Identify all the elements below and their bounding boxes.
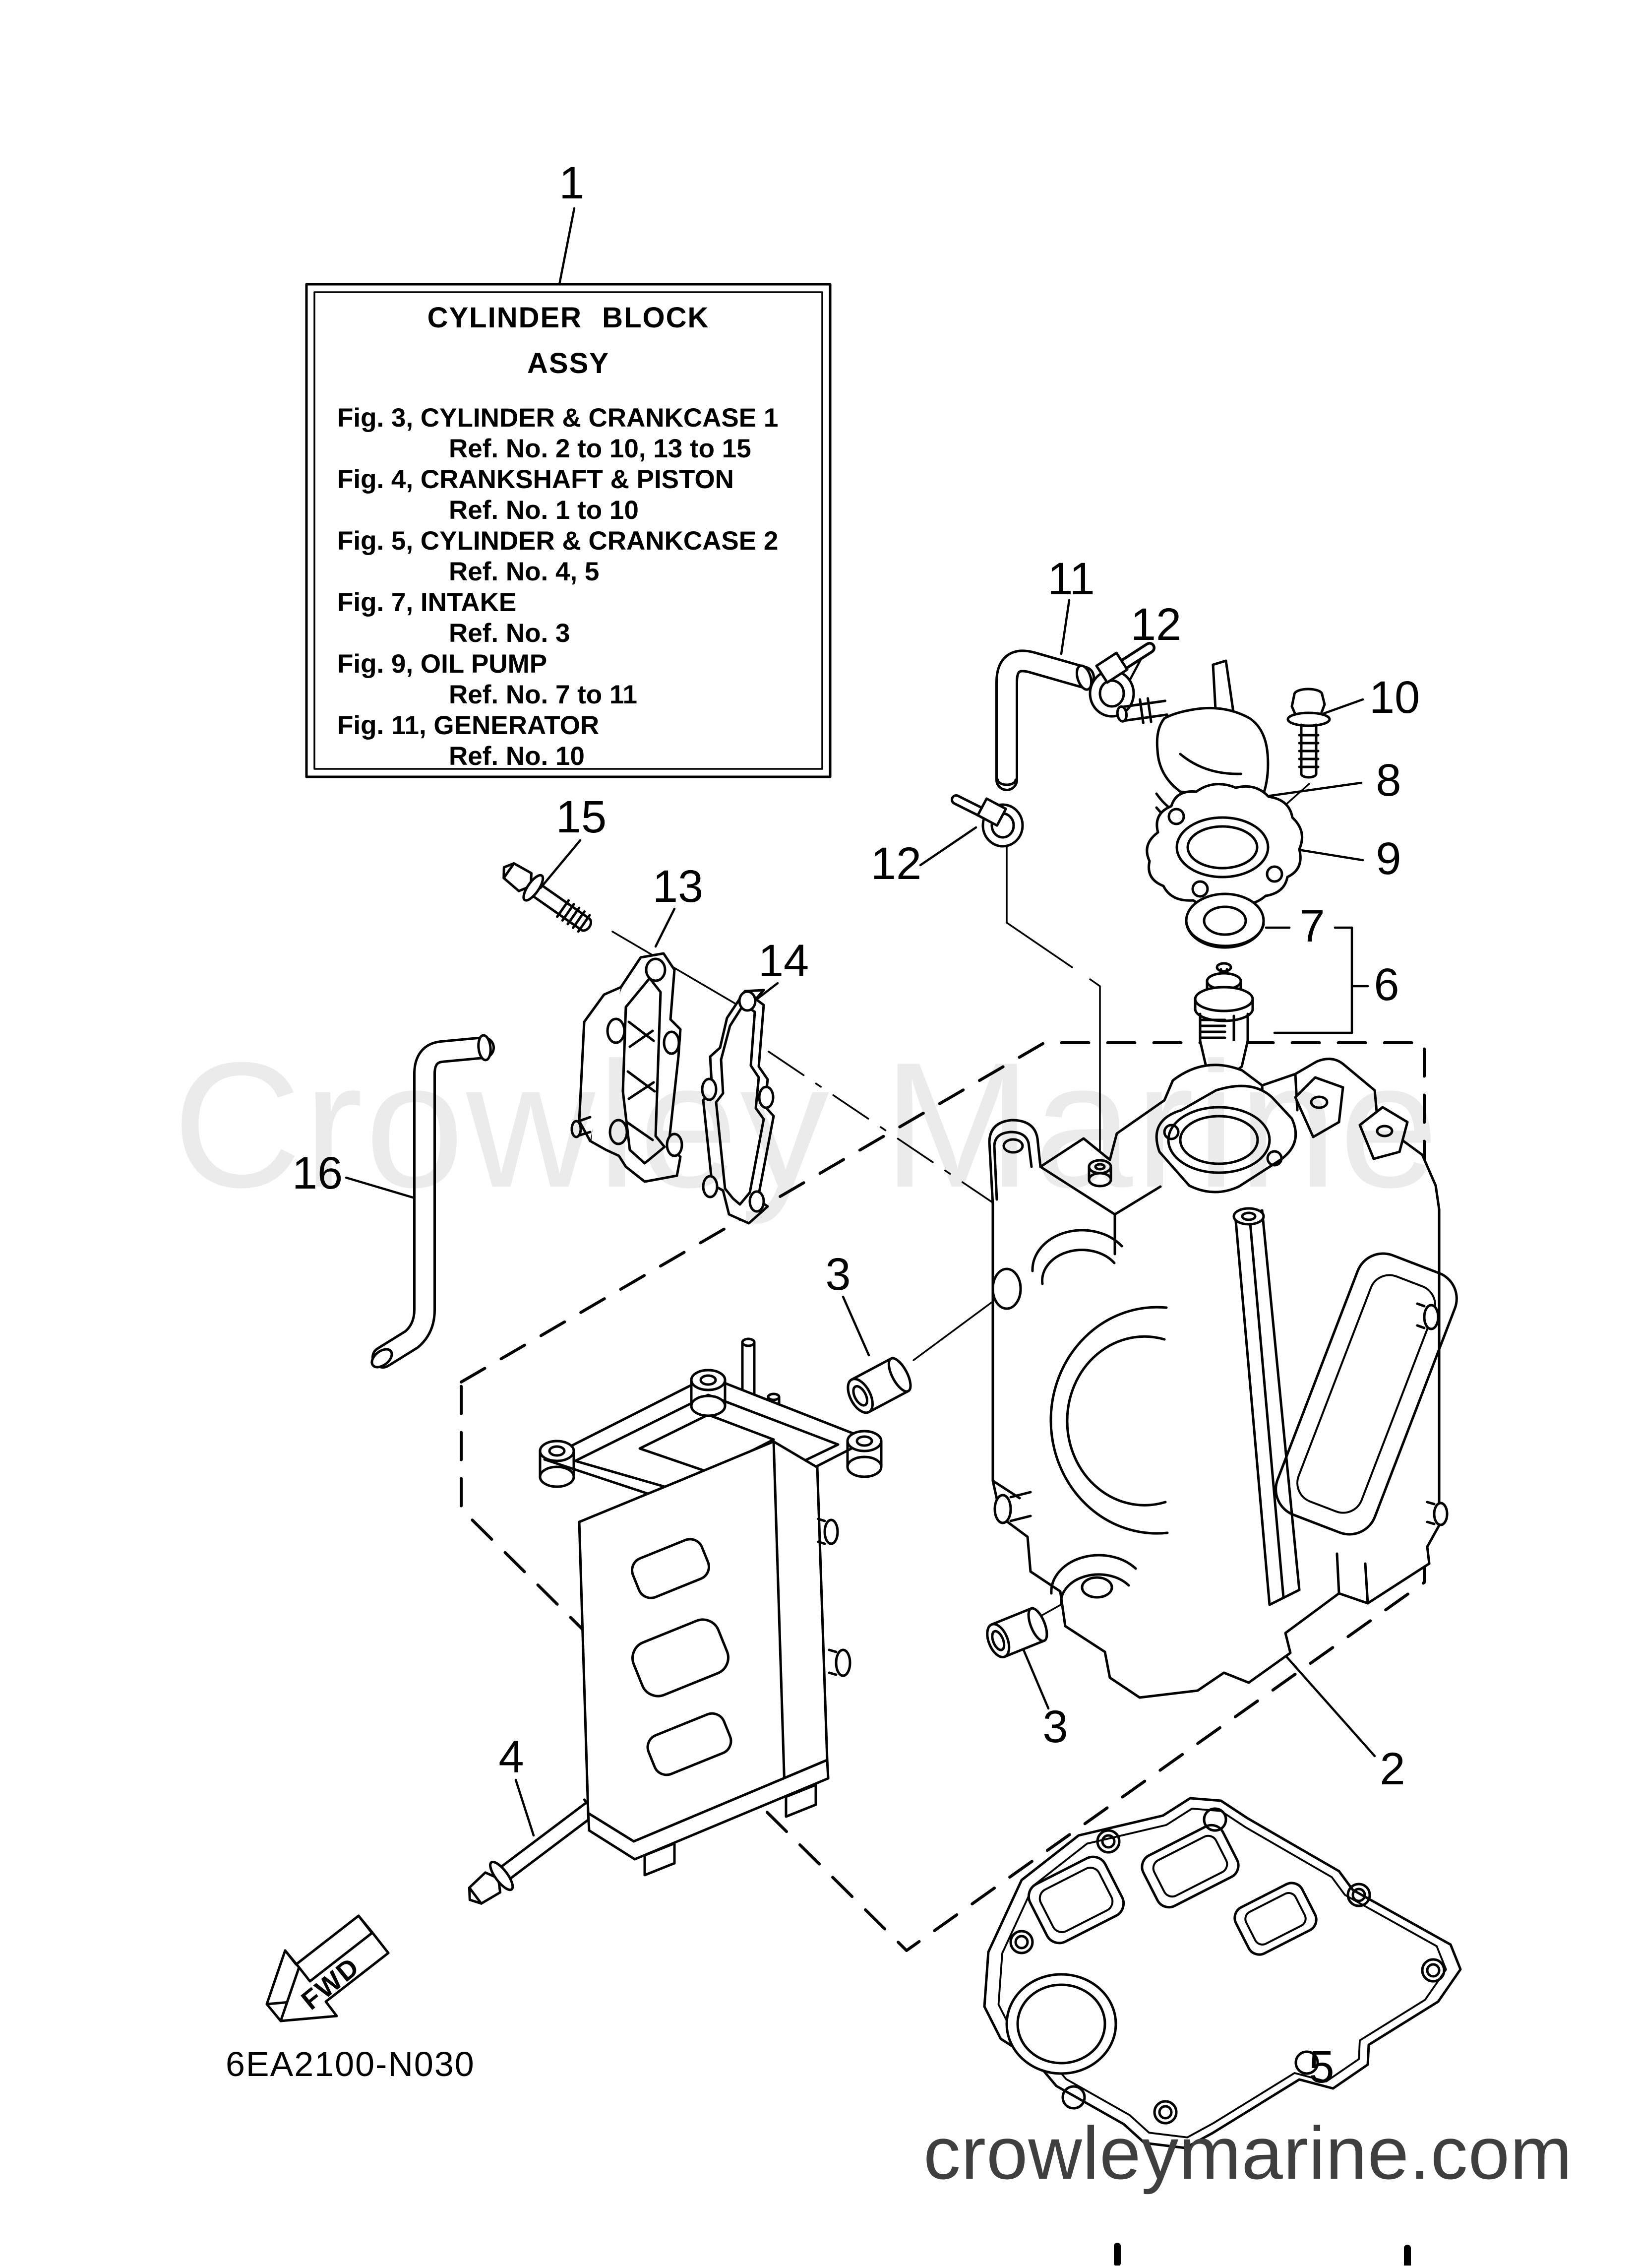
cover-gasket bbox=[1146, 783, 1304, 908]
info-box-ref-line: Ref. No. 1 to 10 bbox=[449, 496, 639, 525]
drawing-code: 6EA2100-N030 bbox=[226, 2045, 475, 2083]
callout-4: 4 bbox=[498, 1732, 524, 1782]
base-gasket bbox=[983, 1797, 1462, 2149]
thermostat-washer bbox=[1185, 892, 1265, 949]
dowel-bushing-upper bbox=[847, 1357, 912, 1414]
callout-12-bottom: 12 bbox=[871, 838, 921, 889]
watermark: Crowley Marine bbox=[173, 1025, 1441, 1226]
callout-6: 6 bbox=[1374, 959, 1399, 1010]
info-box-title: CYLINDER BLOCK bbox=[427, 302, 710, 334]
callout-15: 15 bbox=[556, 792, 607, 842]
info-box-ref-line: Ref. No. 4, 5 bbox=[449, 557, 599, 586]
info-box-ref-line: Ref. No. 7 to 11 bbox=[449, 680, 637, 709]
anode-cover-plate bbox=[570, 952, 683, 1183]
breather-hose bbox=[995, 649, 1095, 791]
dowel-bushing-lower bbox=[986, 1607, 1048, 1658]
info-box-fig-line: Fig. 4, CRANKSHAFT & PISTON bbox=[337, 465, 734, 494]
plate-gasket bbox=[701, 989, 775, 1225]
info-box-fig-line: Fig. 7, INTAKE bbox=[337, 588, 516, 617]
callout-14: 14 bbox=[758, 936, 809, 986]
info-box-subtitle: ASSY bbox=[527, 347, 609, 379]
callout-2: 2 bbox=[1380, 1744, 1405, 1794]
hose-clamp-bottom bbox=[951, 794, 1024, 848]
info-box-fig-line: Fig. 3, CYLINDER & CRANKCASE 1 bbox=[337, 403, 778, 433]
callout-13: 13 bbox=[653, 861, 703, 912]
callout-9: 9 bbox=[1376, 833, 1401, 884]
bolt-15 bbox=[502, 862, 593, 933]
callout-10: 10 bbox=[1369, 672, 1420, 723]
info-box-ref-line: Ref. No. 10 bbox=[449, 742, 585, 771]
callout-1: 1 bbox=[559, 158, 584, 208]
callout-3-lower: 3 bbox=[1042, 1701, 1068, 1752]
hose-clamp-top bbox=[1089, 642, 1155, 718]
bolt-10 bbox=[1286, 688, 1331, 779]
info-box-fig-line: Fig. 5, CYLINDER & CRANKCASE 2 bbox=[337, 526, 778, 556]
fwd-arrow-icon bbox=[265, 1914, 390, 2022]
info-box-fig-line: Fig. 11, GENERATOR bbox=[337, 711, 599, 740]
callout-11: 11 bbox=[1047, 554, 1095, 604]
callout-labels: 1 11 12 10 8 9 7 6 15 13 14 12 16 3 3 4 … bbox=[292, 158, 1420, 2092]
callout-16: 16 bbox=[292, 1148, 343, 1198]
gasket-bolt-holes bbox=[1009, 1807, 1446, 2125]
cylinder-block bbox=[988, 1058, 1458, 1699]
info-box: CYLINDER BLOCK ASSY Fig. 3, CYLINDER & C… bbox=[337, 302, 778, 771]
callout-3-upper: 3 bbox=[825, 1249, 850, 1300]
info-box-ref-line: Ref. No. 3 bbox=[449, 619, 570, 648]
callout-8: 8 bbox=[1376, 755, 1401, 806]
info-box-border bbox=[305, 283, 832, 778]
dashed-assembly-box bbox=[460, 1041, 1426, 1952]
callout-12-top: 12 bbox=[1131, 599, 1181, 650]
callout-5: 5 bbox=[1309, 2042, 1334, 2092]
website-text: crowleymarine.com bbox=[923, 2111, 1573, 2195]
info-box-fig-line: Fig. 9, OIL PUMP bbox=[337, 649, 547, 679]
callout-7: 7 bbox=[1299, 901, 1325, 951]
info-box-ref-line: Ref. No. 2 to 10, 13 to 15 bbox=[449, 434, 751, 463]
crankcase-cover-block bbox=[539, 1337, 883, 1877]
water-hose bbox=[370, 1034, 495, 1369]
